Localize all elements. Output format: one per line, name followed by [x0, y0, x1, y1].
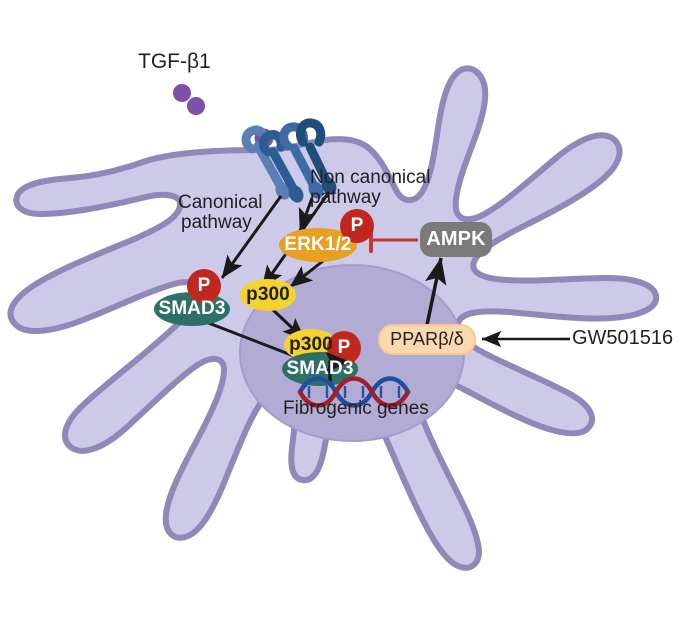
arrow-ppar-to-ampk	[425, 257, 447, 326]
arrow-receptor-to-erk	[298, 197, 317, 232]
dna-double-helix	[297, 376, 411, 408]
p300-nuc-label: p300	[289, 334, 333, 355]
phospho-label-smad3-cyto: P	[197, 275, 211, 296]
phospho-label-erk: P	[350, 215, 364, 236]
erk-ellipse	[279, 228, 357, 262]
ppar-label: PPARβ/δ	[390, 329, 464, 349]
tgf-beta1-ligand-dots	[173, 84, 205, 115]
phospho-label-smad3-nuc: P	[337, 337, 351, 358]
ampk-label: AMPK	[426, 228, 486, 250]
smad3-nuc-label: SMAD3	[286, 358, 354, 379]
tgf-beta-receptor-complex	[241, 118, 337, 203]
phospho-circle-erk	[340, 209, 374, 243]
erk-label: ERK1/2	[284, 234, 352, 255]
arrow-erk-to-p300	[289, 255, 329, 289]
p300-cyto-label: p300	[246, 284, 290, 305]
transcription-arrow	[325, 351, 351, 383]
ppar-rect	[378, 324, 476, 355]
signal-arrows	[205, 191, 570, 365]
phospho-circle-smad3-cyto	[187, 269, 221, 303]
p300-cyto-ellipse	[240, 279, 296, 311]
smad3-cyto-label: SMAD3	[158, 298, 226, 319]
ampk-rect	[420, 222, 492, 257]
arrow-receptor-to-smad3	[220, 195, 283, 279]
